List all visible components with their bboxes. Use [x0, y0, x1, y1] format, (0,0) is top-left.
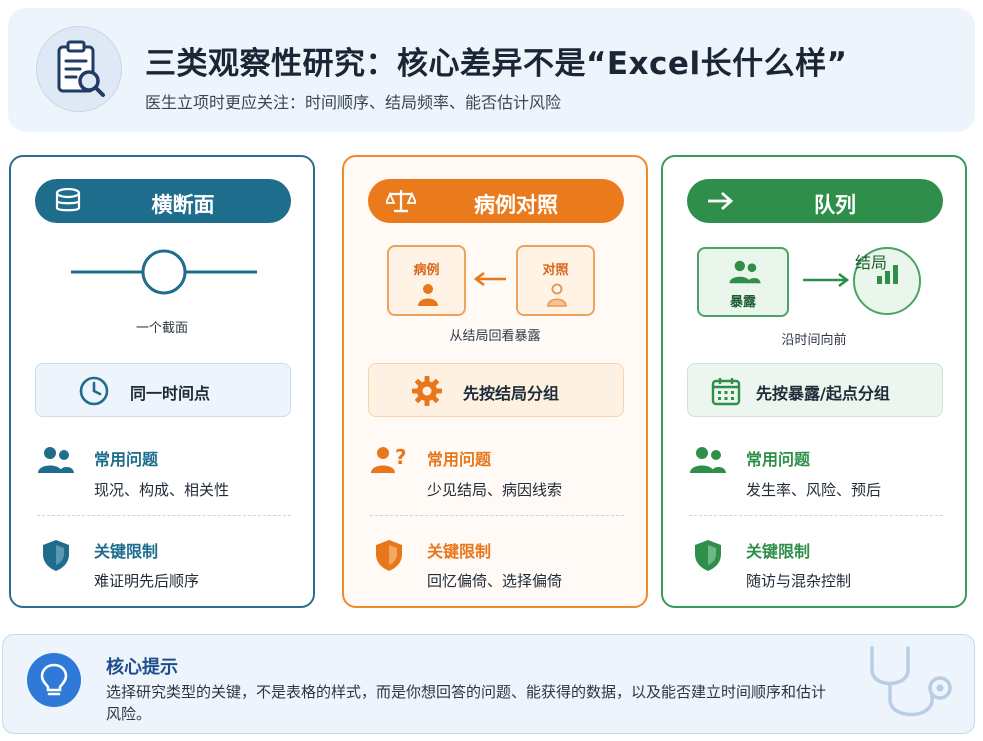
scale-icon [386, 190, 416, 213]
question-title: 常用问题 [427, 450, 492, 469]
bar-chart-icon [877, 265, 898, 284]
exposure-label: 暴露 [729, 295, 756, 310]
diagram-label: 从结局回看暴露 [449, 329, 541, 344]
control-box: 对照 [516, 245, 595, 316]
shield-icon [43, 540, 69, 571]
card-title-pill: 病例对照 [368, 179, 624, 223]
case-label: 病例 [413, 263, 440, 278]
card-title-pill: 队列 [687, 179, 943, 223]
question-title: 常用问题 [94, 450, 159, 469]
section-divider [37, 515, 291, 516]
lightbulb-icon [27, 653, 81, 707]
key-point-label: 同一时间点 [130, 384, 211, 403]
diagram-label: 一个截面 [135, 321, 188, 336]
limit-title: 关键限制 [94, 542, 159, 561]
users-icon [690, 447, 726, 473]
key-point-box: 先按暴露/起点分组 [687, 363, 943, 417]
cross-section-diagram [71, 249, 257, 295]
card-cohort: 队列 暴露 结局 沿时间向前 [661, 155, 967, 608]
card-title: 病例对照 [474, 193, 558, 217]
question-title: 常用问题 [746, 450, 811, 469]
control-label: 对照 [542, 263, 569, 278]
page-title: 三类观察性研究：核心差异不是“Excel长什么样” [145, 46, 848, 82]
calendar-icon [711, 378, 741, 406]
arrow-right-icon [803, 272, 850, 288]
diagram-label: 沿时间向前 [781, 333, 847, 348]
clipboard-search-icon [57, 40, 105, 97]
exposure-box: 暴露 [697, 247, 789, 317]
limit-title: 关键限制 [427, 542, 492, 561]
slice-circle [141, 249, 187, 295]
question-text: 发生率、风险、预后 [746, 481, 882, 499]
header-banner [8, 8, 975, 132]
person-icon [418, 284, 438, 306]
limit-text: 随访与混杂控制 [746, 572, 852, 590]
stethoscope-icon [870, 646, 952, 717]
limit-title: 关键限制 [746, 542, 811, 561]
limit-text: 难证明先后顺序 [94, 572, 200, 590]
svg-text:?: ? [395, 445, 407, 469]
question-text: 少见结局、病因线索 [427, 481, 563, 499]
key-point-label: 先按暴露/起点分组 [756, 384, 890, 403]
person-outline-icon [547, 283, 567, 307]
section-divider [370, 515, 624, 516]
header-icon-badge [36, 26, 122, 112]
database-icon [55, 188, 81, 212]
shield-icon [376, 540, 402, 571]
arrow-right-icon [708, 191, 734, 211]
limit-text: 回忆偏倚、选择偏倚 [427, 572, 563, 590]
outcome-circle: 结局 [853, 247, 921, 315]
gear-icon [412, 376, 442, 406]
card-cross-sectional: 横断面 一个截面 同一时间点 常用问题 现况、构成、相关性 关键限制 难证明先后… [9, 155, 315, 608]
section-divider [689, 515, 943, 516]
clock-icon [79, 376, 109, 406]
question-text: 现况、构成、相关性 [94, 481, 230, 499]
card-title: 横断面 [151, 193, 215, 217]
arrow-left-icon [474, 271, 506, 287]
shield-icon [695, 540, 721, 571]
card-title: 队列 [814, 193, 856, 217]
key-point-label: 先按结局分组 [463, 384, 560, 403]
card-case-control: 病例对照 病例 对照 从结局回看暴露 [342, 155, 648, 608]
key-point-box: 先按结局分组 [368, 363, 624, 417]
tip-text: 选择研究类型的关键，不是表格的样式，而是你想回答的问题、能获得的数据，以及能否建… [106, 683, 827, 723]
tip-title: 核心提示 [106, 657, 178, 678]
key-point-box: 同一时间点 [35, 363, 291, 417]
users-icon [729, 260, 761, 284]
card-title-pill: 横断面 [35, 179, 291, 223]
user-question-icon: ? [371, 445, 407, 473]
case-box: 病例 [387, 245, 466, 316]
outcome-label: 结局 [855, 253, 888, 272]
users-icon [38, 447, 74, 473]
page-subtitle: 医生立项时更应关注：时间顺序、结局频率、能否估计风险 [145, 93, 562, 112]
core-tip-panel [2, 634, 975, 734]
